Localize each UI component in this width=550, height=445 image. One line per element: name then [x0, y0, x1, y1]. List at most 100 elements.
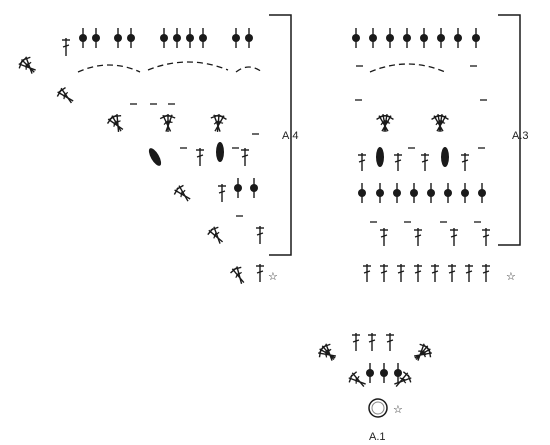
stitch-dot — [352, 34, 360, 42]
treble-stitch — [106, 116, 124, 131]
treble-stitch — [62, 38, 70, 56]
stitch-bar — [216, 121, 224, 124]
treble-stitch — [381, 114, 394, 132]
stitch-dot — [376, 189, 384, 197]
stitch-dot — [250, 184, 258, 192]
dot-stitch — [358, 183, 366, 203]
treble-stitch — [482, 228, 490, 246]
stitch-stem — [25, 56, 33, 74]
stitch-bar — [448, 270, 456, 274]
stitch-stem — [18, 63, 36, 71]
treble-stitch — [450, 228, 458, 246]
treble-stitch — [256, 264, 264, 282]
stitch-stem — [236, 266, 243, 284]
stitch-bar — [482, 270, 490, 274]
stitch-top — [322, 343, 331, 348]
stitch-bar — [383, 121, 391, 124]
dot-stitch — [160, 28, 168, 48]
stitch-bar — [166, 121, 173, 123]
stitch-stem — [116, 113, 120, 133]
dot-stitch — [393, 183, 401, 203]
diagram-a3: ☆ — [352, 14, 521, 283]
dot-stitch — [352, 28, 360, 48]
stitch-dot — [186, 34, 194, 42]
treble-stitch — [363, 264, 371, 282]
stitch-stem — [381, 115, 392, 132]
stitch-bar — [465, 270, 473, 274]
stitch-top — [441, 114, 449, 120]
treble-stitch — [394, 374, 412, 385]
dot-stitch — [232, 28, 240, 48]
dot-stitch — [366, 363, 374, 383]
dot-stitch — [114, 28, 122, 48]
treble-stitch — [350, 371, 365, 388]
treble-stitch — [368, 333, 376, 351]
stitch-stem — [394, 377, 412, 385]
stitch-bar — [114, 120, 121, 124]
treble-stitch — [380, 264, 388, 282]
stitch-dot — [410, 189, 418, 197]
stitch-stem — [213, 114, 221, 132]
dot-stitch — [472, 28, 480, 48]
stitch-bar — [431, 270, 439, 274]
treble-stitch — [413, 349, 432, 358]
stitch-top — [167, 114, 176, 119]
chain-arc — [369, 63, 446, 73]
repeat-bracket — [498, 14, 521, 246]
stitch-dot — [394, 369, 402, 377]
treble-stitch — [256, 226, 264, 244]
start-star: ☆ — [393, 403, 403, 416]
stitch-bar — [218, 190, 226, 194]
diagram-a1: ☆ — [318, 333, 432, 418]
treble-stitch — [176, 184, 189, 202]
stitch-stem — [174, 189, 191, 200]
treble-stitch — [165, 114, 176, 132]
treble-stitch — [380, 228, 388, 246]
treble-stitch — [414, 264, 422, 282]
label-a3: A.3 — [512, 130, 529, 142]
treble-stitch — [22, 56, 33, 74]
stitch-bar — [386, 339, 394, 343]
diagram-a4: ☆ — [18, 14, 292, 284]
bobble-stitch — [376, 147, 384, 167]
stitch-bar — [25, 61, 32, 67]
stitch-bar — [380, 234, 388, 238]
magic-ring-inner — [371, 401, 385, 415]
treble-stitch — [173, 187, 191, 200]
stitch-top — [386, 114, 394, 120]
dot-stitch — [127, 28, 135, 48]
treble-stitch — [448, 264, 456, 282]
stitch-dot — [199, 34, 207, 42]
chain-arc — [235, 66, 263, 73]
stitch-bar — [380, 270, 388, 274]
stitch-stem — [395, 372, 409, 388]
stitch-bar — [325, 348, 332, 354]
stitch-stem — [438, 114, 443, 133]
stitch-stem — [318, 352, 337, 357]
dot-stitch — [376, 183, 384, 203]
dot-stitch — [461, 183, 469, 203]
stitch-bar — [461, 159, 469, 163]
dot-stitch — [403, 28, 411, 48]
stitch-bar — [256, 270, 264, 274]
stitch-dot — [403, 34, 411, 42]
dot-stitch — [92, 28, 100, 48]
stitch-dot — [234, 184, 242, 192]
stitch-bar — [401, 377, 407, 384]
stitch-dot — [232, 34, 240, 42]
stitch-dot — [79, 34, 87, 42]
stitch-bar — [63, 91, 69, 98]
treble-stitch — [461, 153, 469, 171]
treble-stitch — [56, 89, 74, 102]
stitch-bar — [235, 271, 242, 277]
stitch-dot — [245, 34, 253, 42]
stitch-stem — [107, 118, 124, 131]
stitch-stem — [348, 377, 366, 385]
stitch-dot — [393, 189, 401, 197]
start-star: ☆ — [268, 270, 278, 283]
stitch-stem — [208, 229, 224, 243]
treble-stitch — [415, 344, 430, 361]
stitch-stem — [378, 115, 389, 132]
label-a4: A.4 — [282, 130, 299, 142]
dot-stitch — [394, 363, 402, 383]
